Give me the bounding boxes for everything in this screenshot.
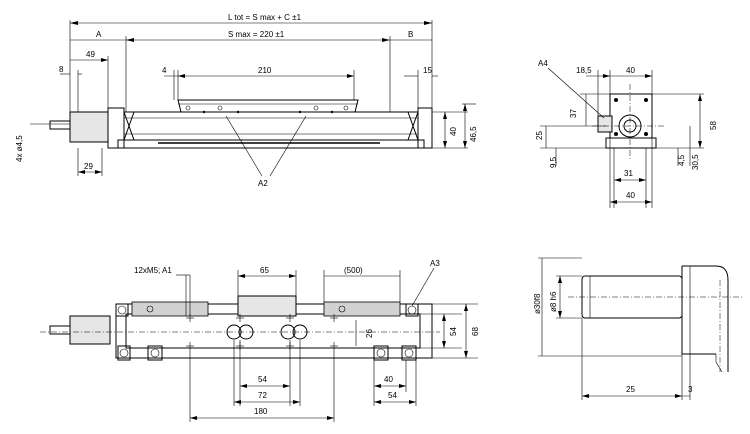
dim-a: A bbox=[96, 30, 102, 39]
dim-30-5: 30,5 bbox=[691, 154, 700, 170]
dim-40-top: 40 bbox=[626, 66, 635, 75]
dim-9-5: 9,5 bbox=[549, 156, 558, 168]
dim-37: 37 bbox=[569, 109, 578, 118]
plan-motor-block bbox=[69, 315, 111, 345]
dim-54-a: 54 bbox=[258, 375, 267, 384]
shaft-detail: ø30f8 ø8 h6 25 3 bbox=[533, 257, 744, 400]
profile-body bbox=[123, 111, 419, 141]
dim-54-b: 54 bbox=[388, 391, 397, 400]
dim-4: 4 bbox=[162, 66, 167, 75]
dim-54-right: 54 bbox=[449, 327, 458, 336]
dim-shaft-d1: ø30f8 bbox=[533, 293, 542, 314]
label-screws: 12xM5; A1 bbox=[134, 266, 172, 275]
dim-40-front: 40 bbox=[449, 127, 458, 136]
dim-72: 72 bbox=[258, 391, 267, 400]
end-cap-left bbox=[107, 107, 125, 149]
dim-25-shaft: 25 bbox=[626, 385, 635, 394]
plan-view: 12xM5; A1 65 (500) A3 26 54 68 54 bbox=[40, 259, 480, 422]
dim-58: 58 bbox=[709, 121, 718, 130]
carriage bbox=[177, 99, 359, 113]
dim-shaft-d2: ø8 h6 bbox=[549, 291, 558, 312]
dim-4-5: 4,5 bbox=[677, 154, 686, 166]
motor-block-left bbox=[69, 111, 109, 143]
dim-18-5: 18,5 bbox=[576, 66, 592, 75]
dim-49: 49 bbox=[86, 50, 95, 59]
dim-26: 26 bbox=[365, 329, 374, 338]
plan-carriage-center bbox=[237, 295, 297, 317]
dim-8: 8 bbox=[59, 65, 64, 74]
side-motor-stub bbox=[597, 115, 613, 133]
label-a4: A4 bbox=[538, 59, 548, 68]
dim-total-length: L tot = S max + C ±1 bbox=[228, 13, 302, 22]
dim-68: 68 bbox=[471, 327, 480, 336]
dim-holes: 4x ø4,5 bbox=[15, 135, 24, 162]
side-base bbox=[605, 137, 657, 149]
dim-46-5: 46,5 bbox=[469, 126, 478, 142]
dim-29: 29 bbox=[84, 162, 93, 171]
end-cap-right bbox=[417, 107, 433, 149]
dim-210: 210 bbox=[258, 66, 272, 75]
dim-15: 15 bbox=[423, 66, 432, 75]
shaft-housing-outline bbox=[682, 265, 729, 372]
dim-25-side: 25 bbox=[535, 131, 544, 140]
dim-500: (500) bbox=[344, 266, 363, 275]
dim-65: 65 bbox=[260, 266, 269, 275]
dim-180: 180 bbox=[254, 407, 268, 416]
plan-carriage-right bbox=[323, 301, 401, 317]
dim-40-bottom: 40 bbox=[626, 191, 635, 200]
plan-carriage-left bbox=[131, 301, 209, 317]
dim-stroke: S max = 220 ±1 bbox=[228, 30, 285, 39]
dim-3: 3 bbox=[688, 385, 693, 394]
dim-b: B bbox=[408, 30, 413, 39]
label-a2: A2 bbox=[258, 179, 268, 188]
motor-shaft-left bbox=[49, 120, 71, 130]
plan-motor-shaft bbox=[49, 325, 71, 335]
dim-40-plan: 40 bbox=[384, 375, 393, 384]
profile-base bbox=[117, 139, 425, 149]
label-a3: A3 bbox=[430, 259, 440, 268]
dim-31: 31 bbox=[624, 169, 633, 178]
front-view: L tot = S max + C ±1 A S max = 220 ±1 B … bbox=[15, 13, 478, 188]
side-view: A4 18,5 40 37 25 9,5 58 30,5 4,5 3 bbox=[535, 59, 718, 208]
